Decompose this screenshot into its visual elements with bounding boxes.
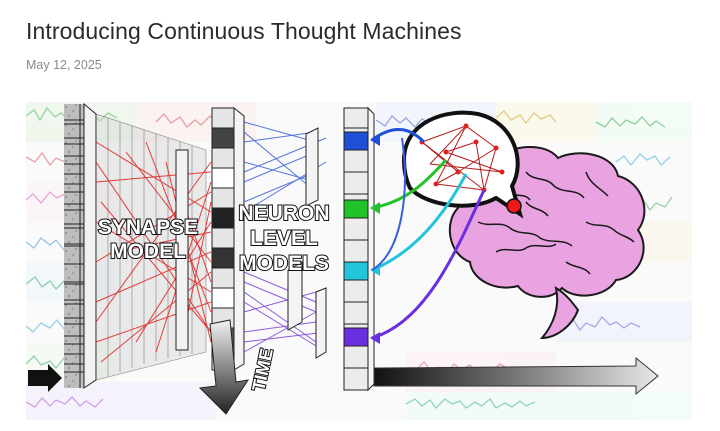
output-neuron-column [343,106,375,392]
input-neuron-column [64,102,97,389]
neuron-level-models-label: NEURON LEVEL MODELS [237,201,330,276]
neuron-label-line2: LEVEL [250,227,318,250]
input-arrow [28,364,62,392]
output-time-arrow [373,356,659,396]
post-date: May 12, 2025 [26,58,102,72]
neuron-level-connections [243,121,327,359]
synapse-funnel [95,113,212,381]
time-arrow [198,319,250,415]
synapse-label-line2: MODEL [110,240,186,263]
hero-illustration: SYNAPSE MODEL NEURON LEVEL MODELS TIME [26,102,692,420]
post-title: Introducing Continuous Thought Machines [26,18,462,44]
synapse-model-label: SYNAPSE MODEL [97,215,199,264]
neuron-label-line3: MODELS [239,252,329,275]
feedback-arrows [370,127,486,344]
neuron-network-zoom [401,110,524,219]
synapse-label-line1: SYNAPSE [98,216,198,239]
neuron-label-line1: NEURON [238,202,329,225]
